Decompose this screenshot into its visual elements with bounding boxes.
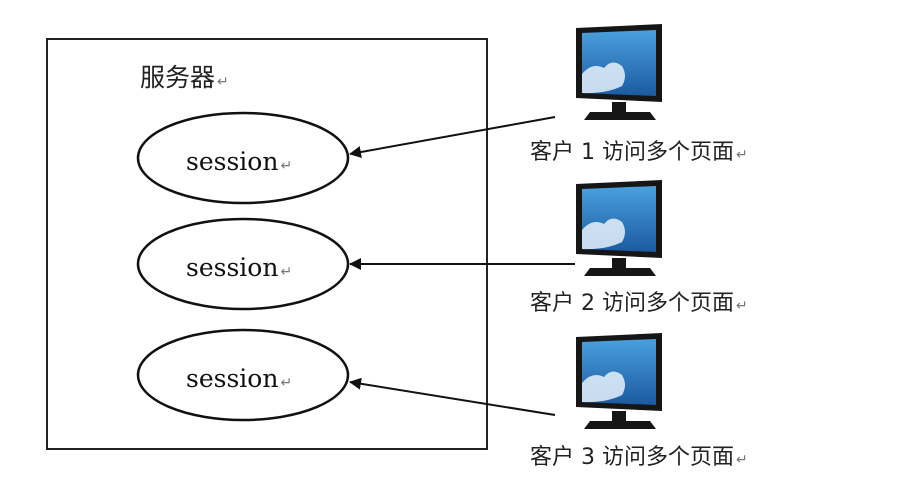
client-label-1: 客户 1 访问多个页面↵ <box>530 140 748 165</box>
monitor-icon <box>576 180 662 276</box>
arrow-left-icon <box>349 116 556 158</box>
arrow-left-icon <box>349 377 556 416</box>
client-label-3: 客户 3 访问多个页面↵ <box>530 445 748 470</box>
session-ellipse-1 <box>136 111 350 205</box>
session-label-2: session↵ <box>186 253 292 282</box>
monitor-icon <box>576 333 662 429</box>
session-label-1: session↵ <box>186 147 292 176</box>
session-ellipse-3 <box>136 328 350 422</box>
client-label-2: 客户 2 访问多个页面↵ <box>530 291 748 316</box>
session-label-3: session↵ <box>186 364 292 393</box>
server-box <box>46 38 488 450</box>
session-ellipse-2 <box>136 217 350 311</box>
monitor-icon <box>576 24 662 120</box>
server-title: 服务器↵ <box>140 63 229 92</box>
